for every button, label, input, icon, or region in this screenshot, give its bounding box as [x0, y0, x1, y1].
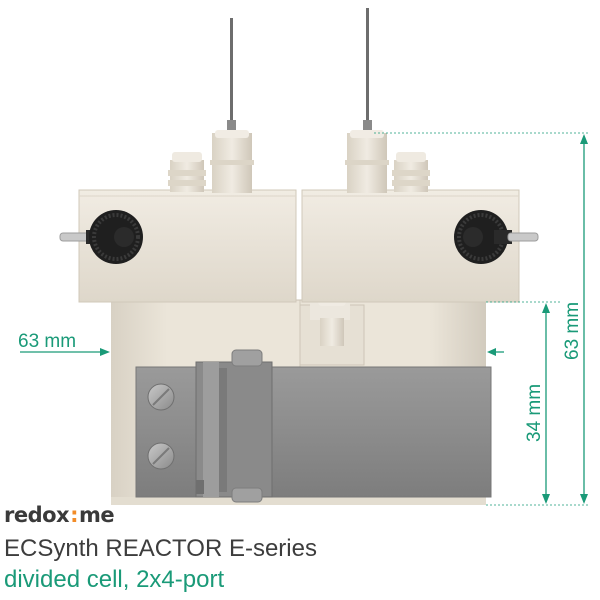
- width-dimension: 63 mm: [18, 331, 504, 356]
- height-total-label: 63 mm: [562, 302, 583, 360]
- brand-logo-part2: me: [79, 503, 115, 527]
- product-subtitle: divided cell, 2x4-port: [4, 566, 225, 593]
- port-left-small: [168, 152, 206, 192]
- screw-bottom: [147, 442, 175, 470]
- clamp-plate: [135, 349, 492, 503]
- side-knob-right: [454, 210, 539, 264]
- width-dimension-label: 63 mm: [18, 331, 76, 352]
- port-right-small: [392, 152, 430, 192]
- product-title: ECSynth REACTOR E-series: [4, 535, 317, 562]
- screw-top: [147, 383, 175, 411]
- side-knob-left: [59, 210, 143, 264]
- port-right-tall: [345, 130, 389, 193]
- electrode-wire-right: [363, 8, 372, 136]
- brand-logo-dot: :: [70, 503, 79, 527]
- port-left-tall: [210, 130, 254, 193]
- height-total-dimension: 63 mm: [374, 132, 590, 506]
- brand-logo-part1: redox: [4, 503, 70, 527]
- height-body-dimension: 34 mm: [486, 301, 560, 504]
- height-body-label: 34 mm: [524, 384, 545, 442]
- brand-logo: redox:me: [4, 503, 115, 529]
- electrode-wire-left: [227, 18, 236, 136]
